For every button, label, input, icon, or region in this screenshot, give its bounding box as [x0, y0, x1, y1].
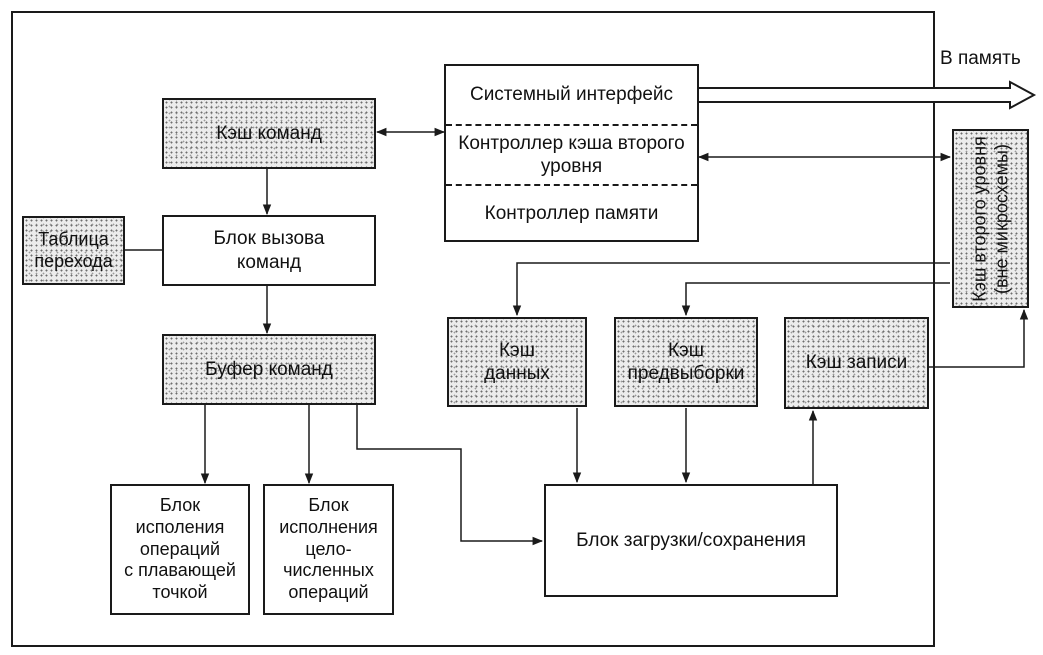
divider-1	[446, 124, 697, 126]
data-cache-line-1: Кэш	[498, 339, 535, 361]
instruction-buffer-block: Буфер команд	[162, 334, 376, 405]
load-store-unit-label: Блок загрузки/сохранения	[576, 529, 806, 551]
divider-2	[446, 184, 697, 186]
memory-output-label: В память	[940, 48, 1021, 69]
wcache-to-l2	[929, 308, 1029, 368]
instruction-cache-label: Кэш команд	[216, 122, 322, 144]
branch-table-line-1: Таблица	[38, 228, 109, 249]
system-interface-group	[444, 64, 699, 242]
fpu-line-1: Блок	[159, 494, 201, 515]
l2-cache-line-1: Кэш второго	[968, 198, 989, 302]
l2-to-dcache	[512, 262, 950, 317]
prefetch-cache-block: Кэш предвыборки	[614, 317, 758, 407]
data-cache-block: Кэш данных	[447, 317, 587, 407]
system-interface-label: Системный интерфейс	[469, 84, 674, 106]
data-cache-line-2: данных	[484, 363, 550, 384]
instruction-buffer-label: Буфер команд	[205, 358, 333, 380]
l2-cache-line-3: микросхемы)	[990, 143, 1011, 253]
branch-table-block: Таблица перехода	[22, 216, 125, 285]
l2-controller-line-1: Контроллер кэша	[458, 132, 613, 154]
integer-unit-line-2: исполнения	[279, 516, 378, 537]
chip-boundary	[11, 11, 935, 647]
integer-unit-line-1: Блок	[308, 494, 349, 515]
fetch-unit-line-2: команд	[236, 251, 302, 273]
l2-to-prefetch	[681, 282, 950, 317]
fpu-line-4: с плавающей	[124, 560, 236, 581]
memory-controller-label: Контроллер памяти	[484, 203, 659, 225]
l2-controller-line-2: второго уровня	[540, 132, 685, 177]
buffer-to-loadstore	[356, 405, 544, 546]
integer-unit-line-3: цело-	[305, 538, 352, 559]
branch-table-line-2: перехода	[34, 250, 113, 271]
memory-output-arrow	[697, 80, 1037, 110]
fpu-block: Блок исполения операций с плавающей точк…	[110, 484, 250, 615]
integer-unit-line-5: операций	[288, 582, 369, 603]
l2-cache-block	[952, 129, 1029, 308]
l2-controller-section: Контроллер кэша второго уровня	[446, 126, 697, 184]
prefetch-cache-line-1: Кэш	[667, 339, 704, 361]
fetch-unit-line-1: Блок вызова	[213, 228, 325, 250]
load-store-unit-block: Блок загрузки/сохранения	[544, 484, 838, 597]
integer-unit-block: Блок исполнения цело- численных операций	[263, 484, 394, 615]
write-cache-block: Кэш записи	[784, 317, 929, 409]
fpu-line-5: точкой	[152, 582, 208, 603]
fetch-unit-block: Блок вызова команд	[162, 215, 376, 286]
prefetch-cache-line-2: предвыборки	[627, 363, 745, 384]
l2-cache-label: Кэш второго уровня (вне микросхемы)	[969, 129, 1012, 308]
instruction-cache-block: Кэш команд	[162, 98, 376, 169]
integer-unit-line-4: численных	[283, 560, 374, 581]
fpu-line-2: исполения	[135, 516, 225, 537]
write-cache-label: Кэш записи	[805, 352, 908, 374]
fpu-line-3: операций	[139, 538, 221, 559]
l2-cache-label-wrap: Кэш второго уровня (вне микросхемы)	[952, 129, 1029, 308]
